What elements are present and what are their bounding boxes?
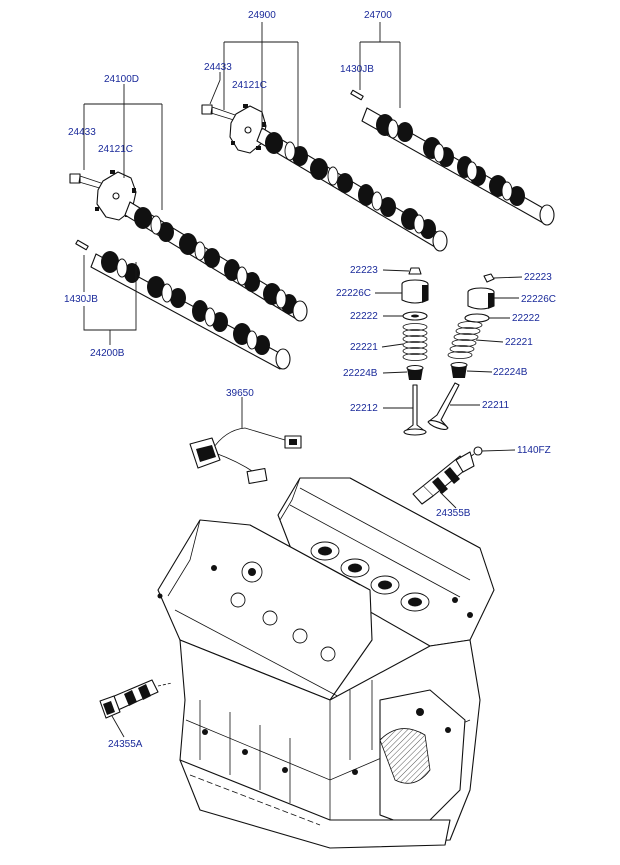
label-24433-top: 24433 bbox=[204, 62, 232, 73]
label-1140fz: 1140FZ bbox=[517, 445, 551, 456]
label-22226c-right: 22226C bbox=[521, 294, 556, 305]
label-24900: 24900 bbox=[248, 10, 276, 21]
label-1430jb-left: 1430JB bbox=[64, 294, 98, 305]
dowel-pin-1430jb-left bbox=[75, 239, 89, 251]
label-22212: 22212 bbox=[350, 403, 378, 414]
label-1430jb-top: 1430JB bbox=[340, 64, 374, 75]
valve-keeper-22223-left bbox=[408, 267, 422, 275]
leader-lines bbox=[83, 22, 523, 738]
valve-spring-22221-right bbox=[447, 321, 483, 359]
stem-seal-22224b-right bbox=[450, 361, 468, 378]
label-22226c-left: 22226C bbox=[336, 288, 371, 299]
label-22222-right: 22222 bbox=[512, 313, 540, 324]
label-22221-left: 22221 bbox=[350, 342, 378, 353]
valve-22211 bbox=[427, 382, 460, 430]
label-39650: 39650 bbox=[226, 388, 254, 399]
valve-22212 bbox=[403, 384, 427, 436]
valve-spring-22221-left bbox=[402, 323, 428, 361]
camshaft-24700 bbox=[350, 89, 555, 226]
connector-lower bbox=[246, 467, 268, 485]
oil-control-valve-24355a bbox=[99, 679, 173, 719]
engine-block-assembly bbox=[157, 477, 495, 849]
label-24700: 24700 bbox=[364, 10, 392, 21]
dowel-pin-1430jb-top bbox=[350, 89, 364, 101]
tappet-22226c-left bbox=[401, 279, 429, 304]
camshaft-24100d bbox=[69, 170, 308, 322]
label-22224b-right: 22224B bbox=[493, 367, 528, 378]
tappet-22226c-right bbox=[467, 287, 495, 310]
label-22221-right: 22221 bbox=[505, 337, 533, 348]
bolt-head-24433-left bbox=[69, 173, 81, 184]
stem-seal-22224b-left bbox=[406, 364, 424, 380]
retainer-22222-right bbox=[464, 313, 490, 323]
valve-stack-right bbox=[427, 273, 495, 430]
sprocket-24121c-top bbox=[229, 104, 267, 154]
wiring-harness-39650 bbox=[189, 427, 302, 485]
bolt-head-24433-top bbox=[201, 104, 213, 115]
label-22223-left: 22223 bbox=[350, 265, 378, 276]
camshaft-24900 bbox=[201, 104, 448, 252]
label-22223-right: 22223 bbox=[524, 272, 552, 283]
label-24200b: 24200B bbox=[90, 348, 125, 359]
label-24355b: 24355B bbox=[436, 508, 471, 519]
label-24355a: 24355A bbox=[108, 739, 143, 750]
oil-control-valve-24355b bbox=[412, 446, 483, 505]
part-labels: 24900 24700 24433 24121C 1430JB 24100D 2… bbox=[64, 10, 556, 750]
label-24433-left: 24433 bbox=[68, 127, 96, 138]
label-22222-left: 22222 bbox=[350, 311, 378, 322]
label-24121c-top: 24121C bbox=[232, 80, 267, 91]
label-22224b-left: 22224B bbox=[343, 368, 378, 379]
label-22211: 22211 bbox=[482, 400, 510, 411]
label-24100d: 24100D bbox=[104, 74, 139, 85]
valve-stack-left bbox=[401, 267, 429, 436]
label-24121c-left: 24121C bbox=[98, 144, 133, 155]
valve-keeper-22223-right bbox=[483, 273, 495, 283]
